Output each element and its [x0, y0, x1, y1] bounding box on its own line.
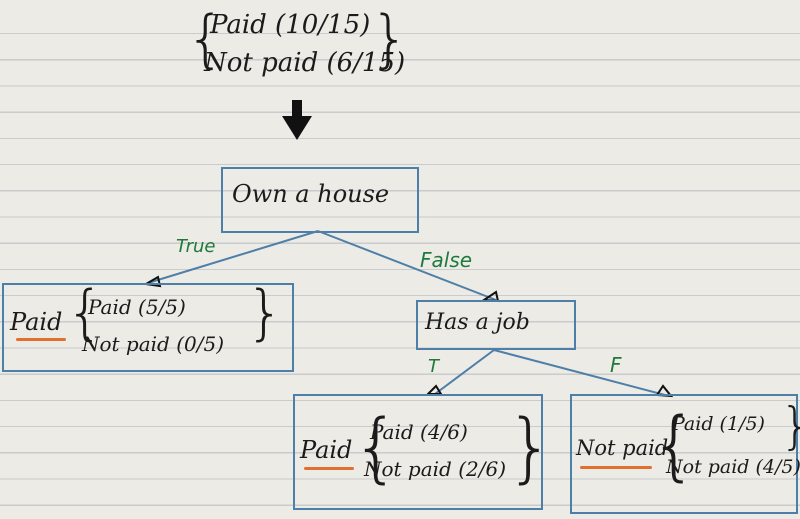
- edge-label-f: F: [610, 353, 622, 377]
- leaf-decision: Not paid: [576, 436, 669, 460]
- leaf-decision: Paid: [300, 436, 353, 464]
- edge-label-true: True: [176, 236, 216, 257]
- leaf-decision: Paid: [10, 308, 63, 336]
- left-brace: {: [186, 2, 226, 75]
- leaf-not-paid: Not paid (2/6): [364, 457, 507, 481]
- down-arrow-icon: [282, 100, 312, 140]
- leaf-own-house-true: [2, 283, 294, 372]
- leaf-has-job-false: [570, 394, 798, 514]
- decision-underline: [16, 338, 66, 341]
- node-own-a-house: [221, 167, 419, 233]
- left-brace: {: [66, 278, 105, 348]
- right-brace: }: [506, 402, 555, 491]
- leaf-paid: Paid (4/6): [370, 420, 468, 444]
- right-brace: }: [780, 396, 800, 456]
- edge-label-t: T: [428, 356, 439, 377]
- decision-underline: [304, 467, 354, 470]
- node-has-a-job: [416, 300, 576, 350]
- leaf-paid: Paid (5/5): [88, 295, 186, 319]
- leaf-has-job-true: [293, 394, 543, 510]
- root-paid: Paid (10/15): [210, 10, 371, 40]
- left-brace: {: [650, 400, 699, 489]
- leaf-paid: Paid (1/5): [672, 413, 765, 435]
- root-not-paid: Not paid (6/15): [204, 48, 406, 78]
- right-brace: }: [370, 2, 410, 75]
- right-brace: }: [246, 278, 285, 348]
- decision-underline: [580, 466, 652, 469]
- leaf-not-paid: Not paid (0/5): [82, 332, 225, 356]
- node-has-a-job-label: Has a job: [425, 310, 530, 335]
- edge-label-false: False: [420, 248, 473, 272]
- leaf-not-paid: Not paid (4/5): [666, 456, 800, 478]
- left-brace: {: [352, 402, 401, 491]
- node-own-a-house-label: Own a house: [232, 180, 390, 208]
